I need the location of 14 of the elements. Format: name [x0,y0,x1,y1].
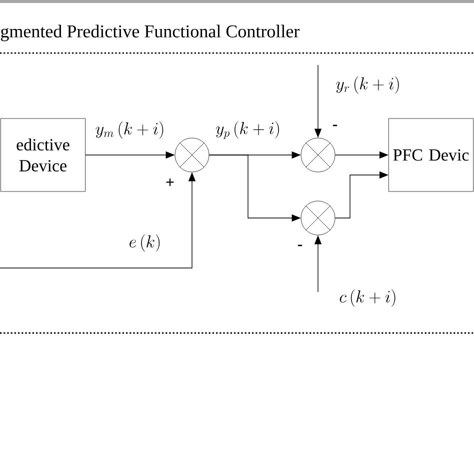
process-box: edictive Device [0,118,86,192]
signal-label: $e\left(k\right)$ [130,234,160,252]
signal-label: $c\left(k+i\right)$ [340,289,396,307]
title: gmented Predictive Functional Controller [0,24,300,42]
summing-junction [300,200,336,236]
process-box: PFC Devic [388,118,474,192]
summing-junction [174,138,210,172]
sign-label: + [166,178,174,186]
signal-label: $y_p\left(k+i\right)$ [216,121,279,139]
summing-junction [300,138,336,172]
sign-label: - [332,124,338,126]
sign-label: - [298,244,302,246]
signal-label: $y_m\left(k+i\right)$ [96,121,164,139]
signal-label: $y_r\left(k+i\right)$ [336,76,399,94]
